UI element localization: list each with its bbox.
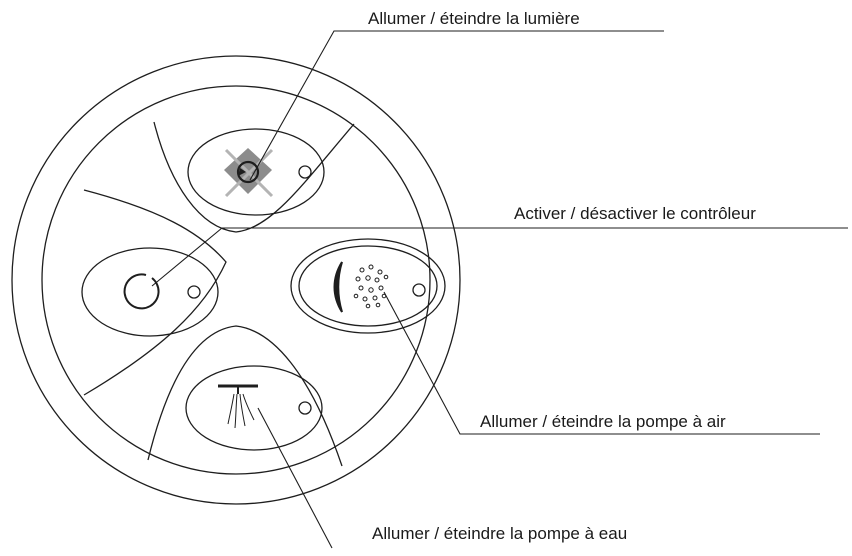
water-jet-icon (218, 384, 258, 429)
air-pump-callout-label: Allumer / éteindre la pompe à air (480, 412, 726, 431)
indicator-dot-icon (298, 401, 312, 415)
controller-callout-label: Activer / désactiver le contrôleur (514, 204, 756, 223)
air-pump-button-outer[interactable] (290, 238, 446, 334)
light-callout-label: Allumer / éteindre la lumière (368, 9, 580, 28)
controller-button[interactable] (81, 247, 219, 337)
light-button[interactable] (187, 128, 325, 216)
callout-line-air (383, 291, 820, 435)
water-pump-button-body[interactable] (185, 365, 323, 451)
water-pump-button[interactable] (185, 365, 323, 451)
lightbulb-icon (224, 148, 274, 198)
controller-button-body[interactable] (81, 247, 219, 337)
petal-separators (83, 121, 355, 467)
callout-line-water (257, 407, 333, 549)
water-pump-callout-label: Allumer / éteindre la pompe à eau (372, 524, 628, 543)
callout-lines (151, 30, 848, 549)
callout-line-light (249, 30, 664, 181)
power-icon (123, 273, 160, 310)
panel-outer-rim (11, 55, 461, 505)
indicator-dot-icon (412, 283, 426, 297)
indicator-dot-icon (298, 165, 312, 179)
light-button-body[interactable] (187, 128, 325, 216)
air-bubbles-icon (333, 261, 389, 313)
callout-line-controller (151, 227, 848, 287)
air-pump-button[interactable] (290, 238, 446, 334)
indicator-dot-icon (187, 285, 201, 299)
air-pump-button-inner[interactable] (298, 245, 438, 327)
panel-inner-rim (41, 85, 431, 475)
